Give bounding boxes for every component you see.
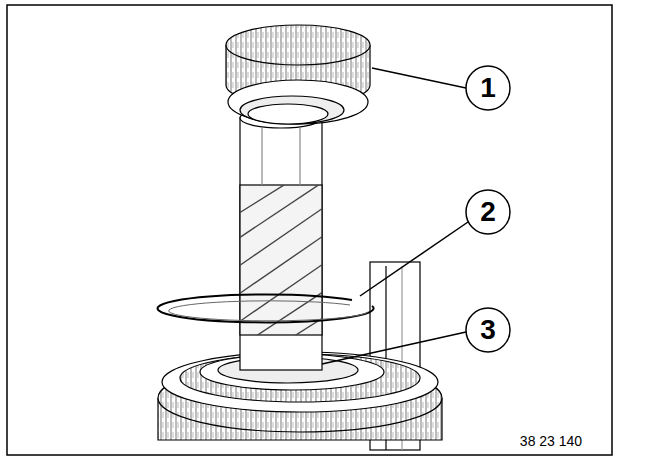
callout-number: 1 bbox=[480, 74, 496, 102]
upper-gear bbox=[226, 25, 370, 124]
snap-ring bbox=[158, 294, 374, 322]
callout-number: 2 bbox=[480, 198, 496, 226]
figure-code: 38 23 140 bbox=[520, 434, 582, 448]
callouts bbox=[322, 66, 510, 364]
callout-number: 3 bbox=[480, 316, 496, 344]
snap-ring-inner bbox=[169, 301, 368, 321]
frame bbox=[7, 5, 612, 455]
shaft bbox=[236, 108, 326, 370]
